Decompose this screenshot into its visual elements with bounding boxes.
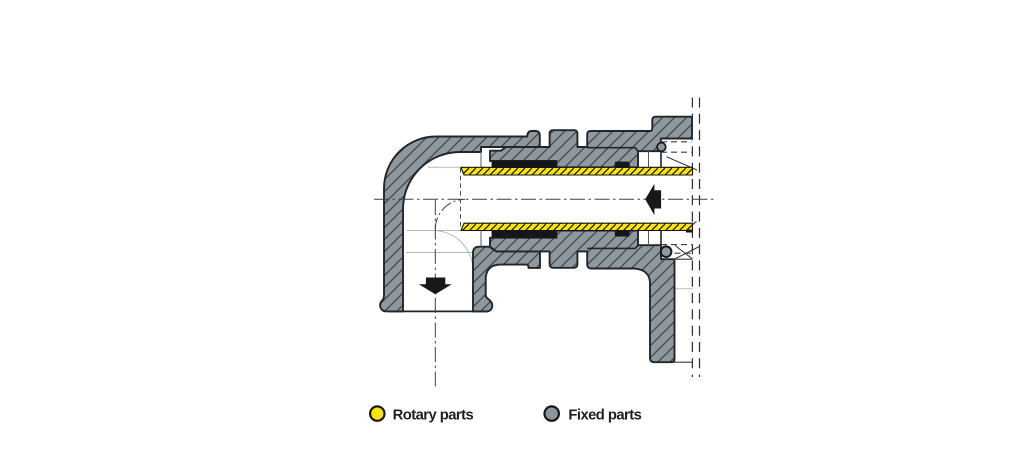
- svg-text:Fixed parts: Fixed parts: [568, 408, 641, 424]
- svg-text:Rotary parts: Rotary parts: [393, 408, 474, 424]
